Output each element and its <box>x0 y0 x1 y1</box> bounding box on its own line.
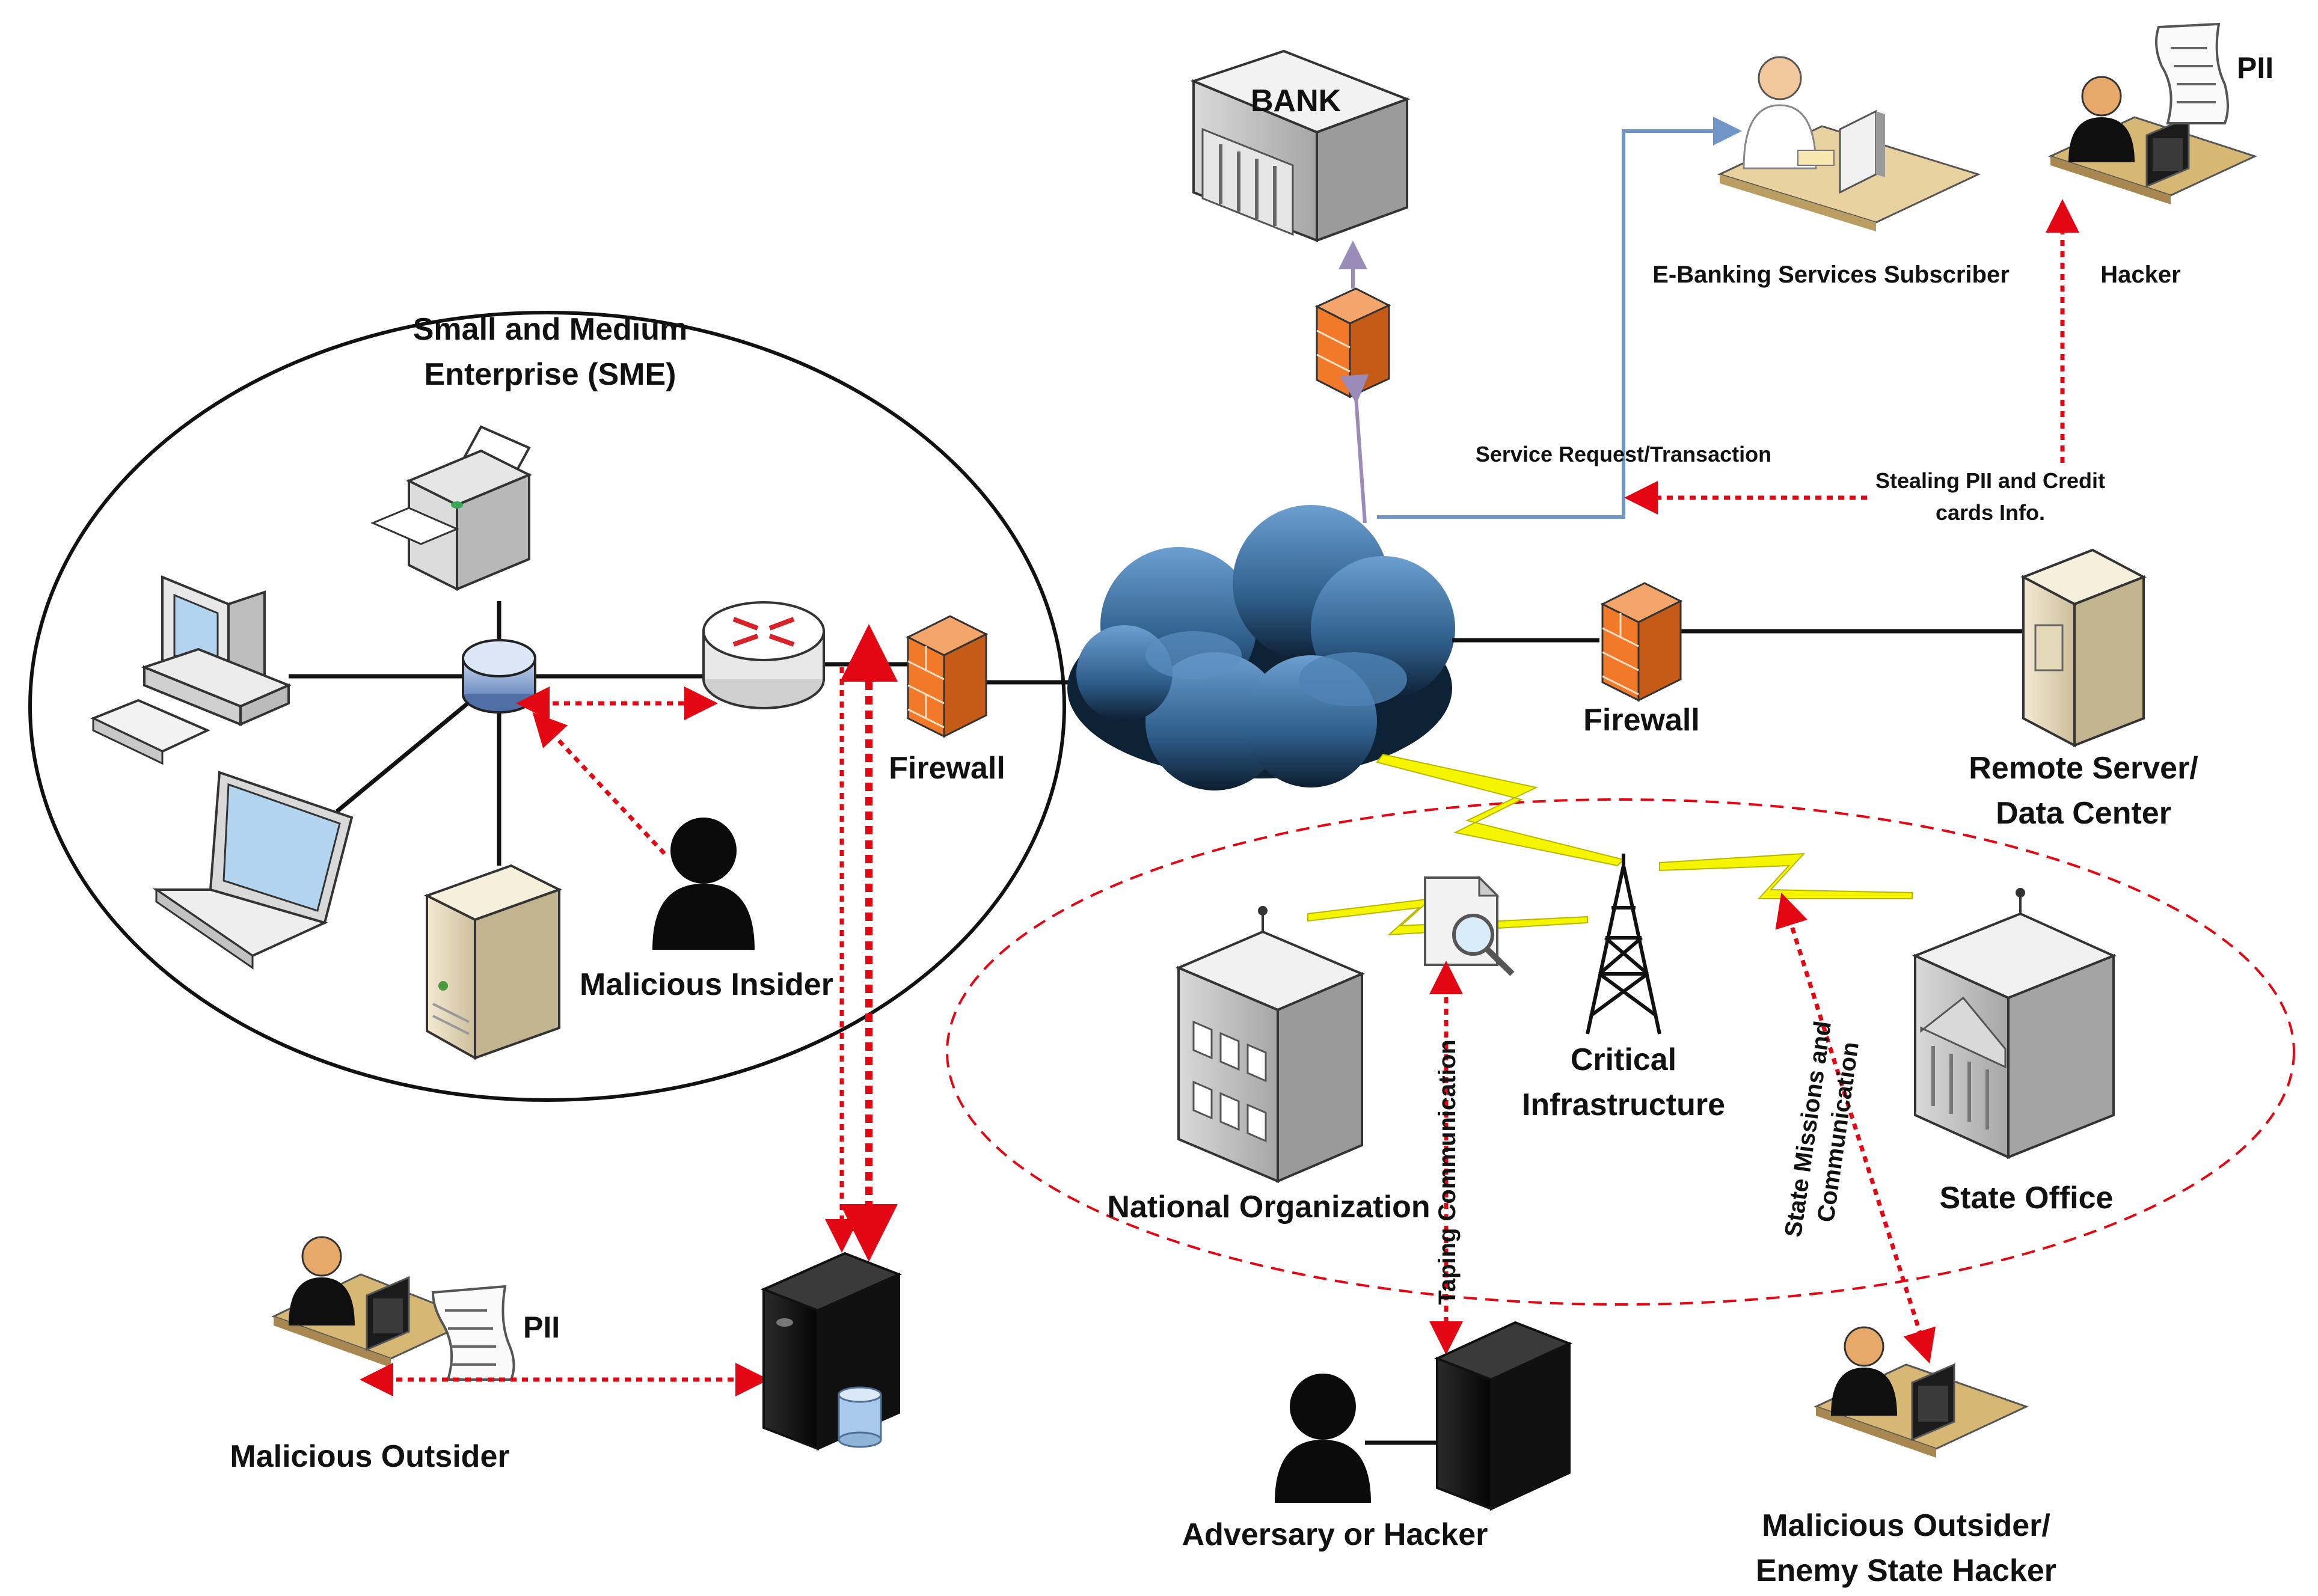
hacker-top-label: Hacker <box>2100 261 2180 288</box>
firewall-sme-label: Firewall <box>889 751 1005 786</box>
pii-top-label: PII <box>2237 51 2274 85</box>
firewall-bank-icon <box>1314 287 1391 399</box>
stealing-label-line2: cards Info. <box>1936 500 2045 525</box>
sme-title-line2: Enterprise (SME) <box>425 357 676 392</box>
state-office-label: State Office <box>1940 1181 2114 1215</box>
state-office-building-icon <box>1912 888 2117 1160</box>
bank-building-icon <box>1190 49 1411 242</box>
malicious-outsider-icon <box>271 1236 477 1368</box>
database-icon <box>838 1386 882 1448</box>
firewall-remote-label: Firewall <box>1583 703 1700 738</box>
tapping-label: Taping Communication <box>1434 1039 1461 1304</box>
critical-infra-label-line1: Critical <box>1571 1042 1676 1077</box>
laptop-icon <box>152 771 354 970</box>
stealing-label-line1: Stealing PII and Credit <box>1875 468 2105 493</box>
cloud-bank-firewall-link <box>1340 374 1369 524</box>
pii-bottom-label: PII <box>523 1310 560 1344</box>
sme-title-line1: Small and Medium <box>413 312 688 347</box>
network-hub-icon <box>462 639 536 714</box>
desktop-computer-icon <box>90 575 292 765</box>
malicious-outsider-label: Malicious Outsider <box>230 1439 509 1474</box>
firewall-remote-icon <box>1600 582 1683 702</box>
radio-tower-icon <box>1586 854 1661 1035</box>
service-request-label: Service Request/Transaction <box>1476 442 1771 466</box>
lightning-national-tower-icon <box>1307 897 1588 936</box>
printer-icon <box>370 425 532 592</box>
remote-server-icon <box>2020 548 2147 748</box>
hacker-top-icon <box>2047 76 2258 204</box>
national-organization-building-icon <box>1175 906 1366 1184</box>
ebanking-subscriber-icon <box>1717 56 1981 231</box>
service-request-path <box>1377 117 1742 519</box>
enemy-hacker-label-line2: Enemy State Hacker <box>1756 1553 2056 1588</box>
lightning-tower-state-icon <box>1659 852 1913 899</box>
firewall-sme-icon <box>906 615 989 738</box>
insider-to-hub-arrow <box>532 712 666 855</box>
malicious-insider-label: Malicious Insider <box>580 967 833 1002</box>
national-organization-label: National Organization <box>1107 1190 1430 1225</box>
router-icon <box>702 601 825 709</box>
pii-document-top-icon <box>2155 22 2229 124</box>
sme-boundary <box>28 311 1066 1102</box>
ebanking-subscriber-label: E-Banking Services Subscriber <box>1652 261 2010 288</box>
state-missions-arrow <box>1775 892 1936 1364</box>
link-laptop-hub <box>335 696 477 813</box>
remote-server-label-line1: Remote Server/ <box>1969 751 2198 786</box>
lightning-cloud-tower-icon <box>1376 753 1625 867</box>
malicious-insider-person-icon <box>652 818 755 950</box>
sme-server-icon <box>423 864 563 1060</box>
critical-infrastructure-boundary <box>946 798 2295 1306</box>
adversary-person-icon <box>1275 1374 1371 1503</box>
enemy-hacker-label-line1: Malicious Outsider/ <box>1762 1508 2050 1543</box>
adversary-label: Adversary or Hacker <box>1182 1517 1488 1552</box>
bank-label: BANK <box>1251 84 1341 118</box>
tapping-document-magnifier-icon <box>1424 875 1515 976</box>
critical-infra-label-line2: Infrastructure <box>1522 1087 1725 1122</box>
internet-cloud-icon <box>1067 505 1455 790</box>
remote-server-label-line2: Data Center <box>1996 796 2171 831</box>
adversary-server-icon <box>1433 1321 1573 1511</box>
enemy-state-hacker-icon <box>1814 1326 2029 1458</box>
